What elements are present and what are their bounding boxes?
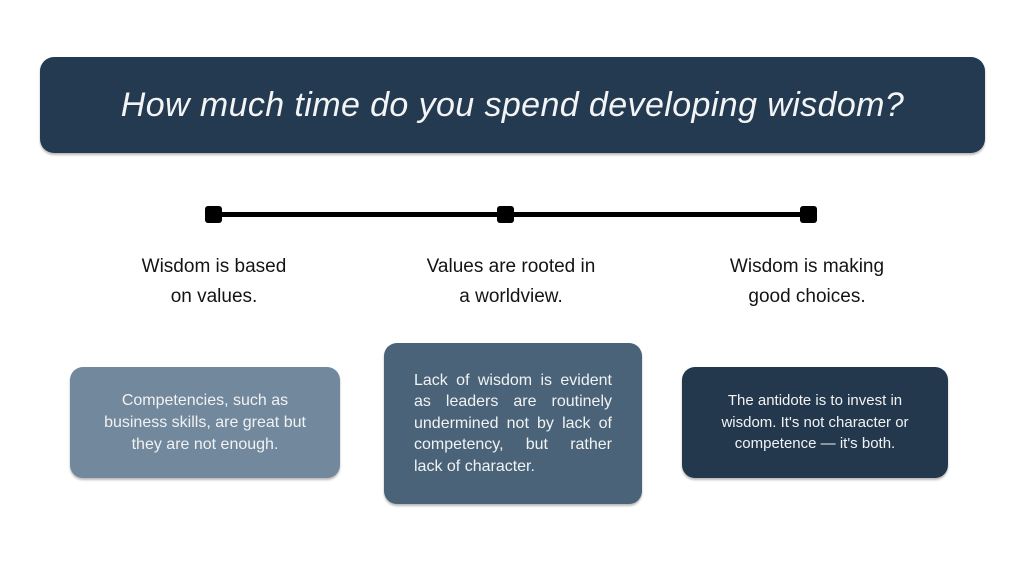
card-competencies-line-2: business skills, are great but (104, 413, 306, 431)
milestone-label-1: Wisdom is based on values. (99, 252, 329, 312)
timeline-marker-3 (800, 206, 817, 223)
card-antidote-line-3: competence — it's both. (734, 435, 896, 453)
card-lack-of-wisdom: Lack of wisdom is evident as leaders are… (384, 343, 642, 504)
card-antidote-line-2: wisdom. It's not character or (721, 413, 909, 431)
card-antidote: The antidote is to invest in wisdom. It'… (682, 367, 948, 478)
card-lack-of-wisdom-line-1: Lack of wisdom is evident (414, 371, 612, 389)
card-antidote-line-1: The antidote is to invest in (727, 392, 903, 410)
card-competencies-line-1: Competencies, such as (121, 391, 289, 409)
header-banner: How much time do you spend developing wi… (40, 57, 985, 153)
card-lack-of-wisdom-line-5: lack of character. (414, 457, 535, 475)
timeline-marker-1 (205, 206, 222, 223)
milestone-label-3-line-2: good choices. (748, 286, 866, 307)
milestone-label-2-line-2: a worldview. (459, 286, 563, 307)
milestone-label-3: Wisdom is making good choices. (692, 252, 922, 312)
timeline-marker-2 (497, 206, 514, 223)
header-title: How much time do you spend developing wi… (120, 85, 905, 124)
card-competencies: Competencies, such as business skills, a… (70, 367, 340, 478)
milestone-label-1-line-2: on values. (170, 286, 258, 307)
milestone-label-1-line-1: Wisdom is based (141, 256, 287, 277)
card-competencies-line-3: they are not enough. (131, 435, 279, 453)
milestone-label-3-line-1: Wisdom is making (729, 256, 885, 277)
card-lack-of-wisdom-line-3: undermined not by lack of (414, 414, 612, 432)
milestone-label-2: Values are rooted in a worldview. (396, 252, 626, 312)
card-lack-of-wisdom-line-4: competency, but rather (414, 436, 612, 454)
card-lack-of-wisdom-line-2: as leaders are routinely (414, 393, 612, 411)
milestone-label-2-line-1: Values are rooted in (426, 256, 596, 277)
